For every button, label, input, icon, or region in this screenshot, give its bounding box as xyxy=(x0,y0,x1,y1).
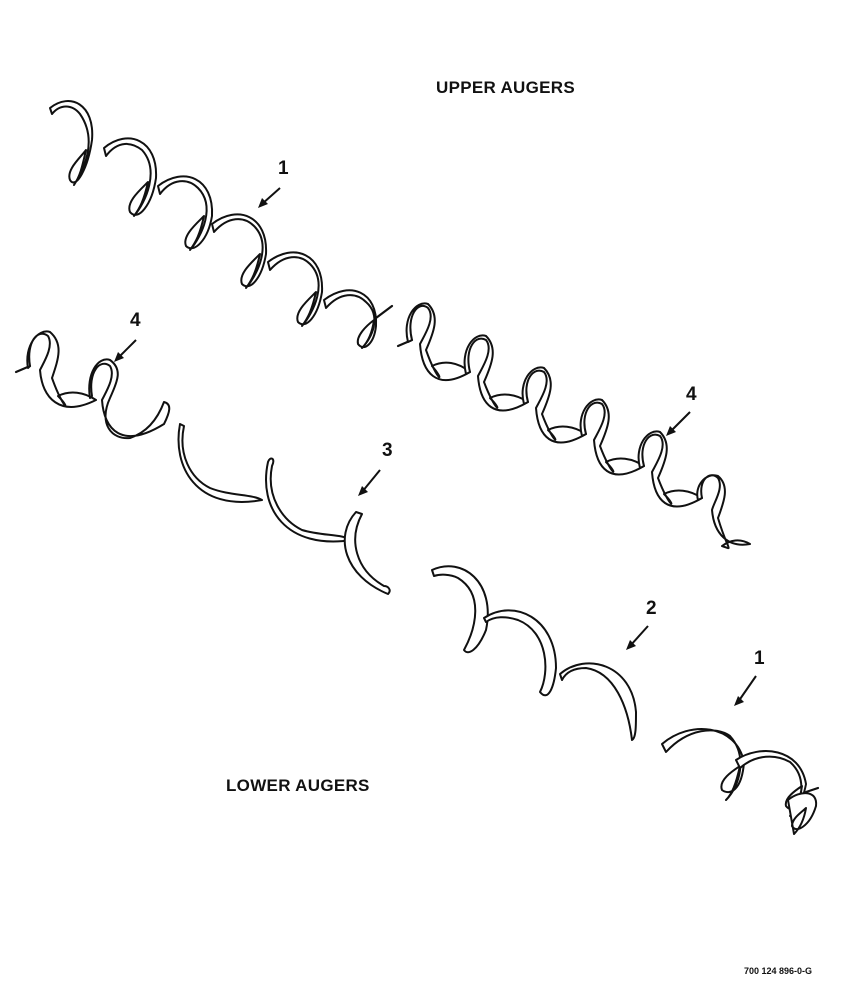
lower-auger-flighting-4 xyxy=(14,330,171,440)
leader-line-lower-1 xyxy=(737,675,757,703)
arrowhead-lower-3 xyxy=(358,486,368,496)
lower-auger-flighting-2 xyxy=(431,565,637,741)
callout-leaders xyxy=(114,187,757,706)
leader-line-lower-2 xyxy=(629,625,649,647)
drawing-number: 700 124 896-0-G xyxy=(744,966,813,976)
arrowhead-upper-4 xyxy=(666,426,676,436)
callout-number-lower-1: 1 xyxy=(754,648,765,669)
lower-auger-flighting-3 xyxy=(177,423,391,595)
arrowhead-lower-4 xyxy=(114,352,124,362)
callout-number-upper-1: 1 xyxy=(278,158,289,179)
arrowhead-upper-1 xyxy=(258,198,268,208)
lower-auger-flighting-1 xyxy=(661,728,820,835)
callout-number-lower-2: 2 xyxy=(646,598,657,619)
upper-augers-label: UPPER AUGERS xyxy=(436,78,575,97)
callout-number-lower-3: 3 xyxy=(382,440,393,461)
leader-line-lower-3 xyxy=(361,469,381,493)
leader-line-upper-4 xyxy=(669,411,691,433)
arrowhead-lower-1 xyxy=(734,696,744,706)
arrowhead-lower-2 xyxy=(626,640,636,650)
callout-number-lower-4: 4 xyxy=(130,310,141,331)
callout-number-upper-4: 4 xyxy=(686,384,697,405)
lower-augers-label: LOWER AUGERS xyxy=(226,776,370,795)
upper-auger-flighting-1 xyxy=(49,100,394,349)
upper-auger-flighting-2 xyxy=(396,302,751,550)
